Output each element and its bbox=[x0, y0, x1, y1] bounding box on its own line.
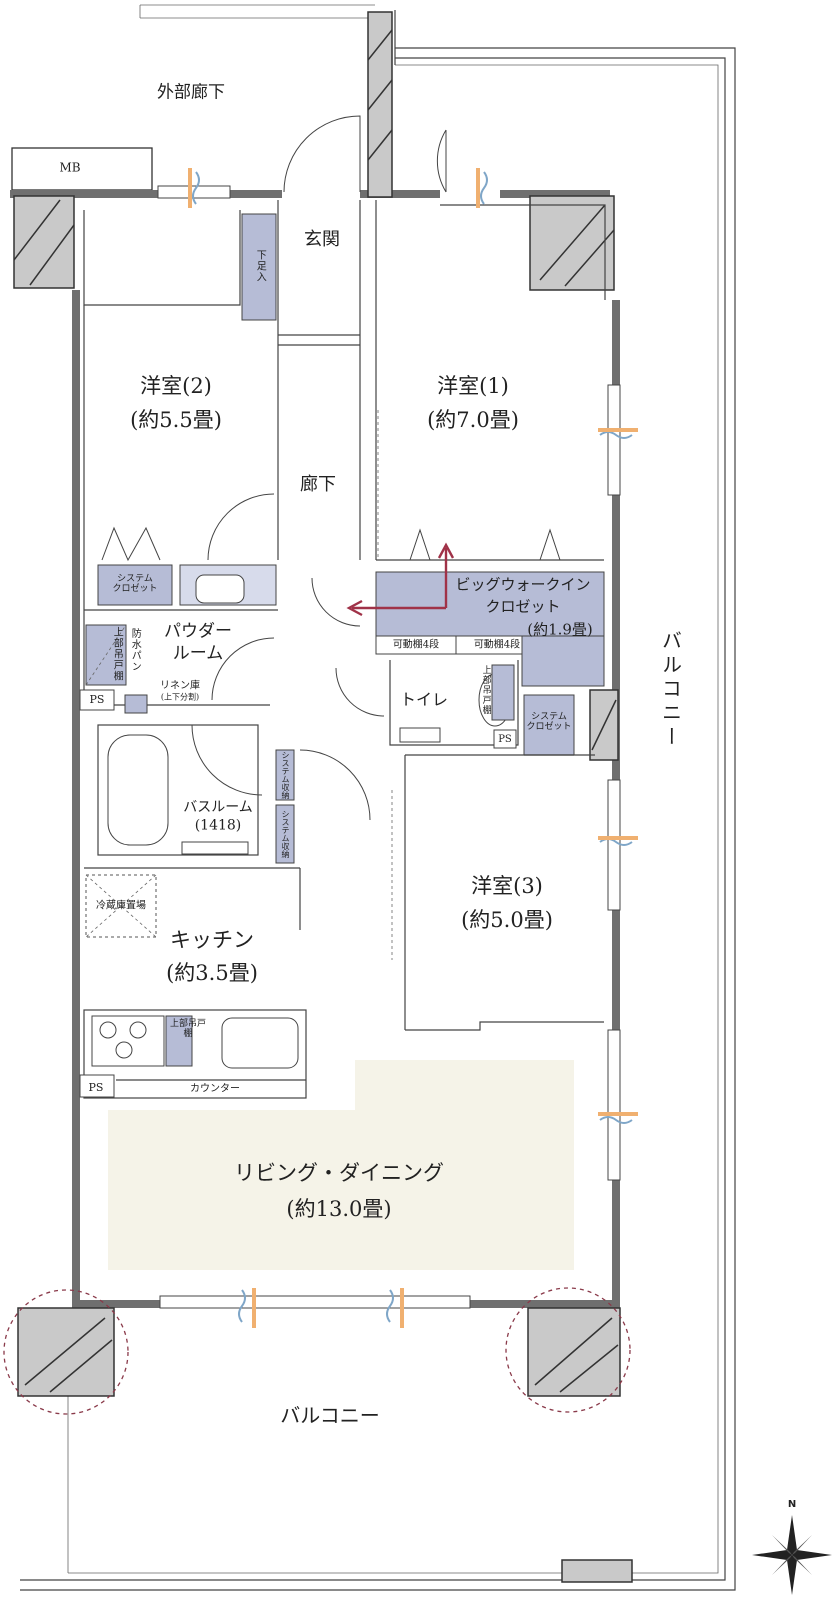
outer-corridor-edge bbox=[139, 4, 375, 19]
shoe-storage-label: 下足入 bbox=[254, 249, 266, 283]
living-dining-size: (約13.0畳) bbox=[286, 1196, 392, 1221]
counter-label: カウンター bbox=[190, 1083, 240, 1095]
balcony-right-label: バルコニー bbox=[658, 630, 683, 750]
system-storage-1-label: システム収納 bbox=[281, 751, 290, 799]
balcony-railing bbox=[20, 10, 736, 1591]
ps-1-label: PS bbox=[89, 693, 105, 707]
walk-in-closet-name1: ビッグウォークイン bbox=[455, 575, 591, 594]
outer-corridor-label: 外部廊下 bbox=[157, 82, 225, 103]
partitions bbox=[79, 200, 606, 1099]
washer-pan-label: 防水パン bbox=[129, 628, 141, 672]
western-room-3-size: (約5.0畳) bbox=[461, 907, 553, 932]
shelf-2-label: 可動棚4段 bbox=[473, 639, 521, 651]
linen-storage-name: リネン庫 bbox=[160, 680, 200, 692]
kitchen-name: キッチン bbox=[170, 927, 254, 952]
living-dining-name: リビング・ダイニング bbox=[234, 1160, 444, 1185]
hallway-label: 廊下 bbox=[300, 473, 336, 495]
highlight-circle-right bbox=[505, 1287, 631, 1413]
upper-cabinet-3-label: 上部吊戸棚 bbox=[169, 1019, 206, 1039]
compass-icon bbox=[752, 1515, 832, 1595]
system-storage-2-label: システム収納 bbox=[281, 810, 290, 858]
system-closet-2-label: システム クロゼット bbox=[526, 712, 572, 732]
mb-label: MB bbox=[59, 160, 81, 175]
balcony-block bbox=[561, 1559, 633, 1583]
living-floor bbox=[108, 1060, 574, 1270]
linen-storage-note: (上下分割) bbox=[160, 692, 200, 702]
airflow-marks bbox=[188, 168, 638, 1328]
upper-cabinet-2-label: 上部吊戸棚 bbox=[480, 665, 491, 715]
bathroom-size: (1418) bbox=[194, 817, 242, 834]
ps-2-label: PS bbox=[498, 733, 512, 745]
western-room-2-size: (約5.5畳) bbox=[130, 407, 222, 432]
powder-room-name2: ルーム bbox=[172, 643, 224, 664]
columns bbox=[13, 195, 621, 1397]
system-closet-1-label: システム クロゼット bbox=[112, 574, 158, 594]
compass-north-label: N bbox=[787, 1498, 797, 1510]
western-room-1-size: (約7.0畳) bbox=[427, 407, 519, 432]
mb-box bbox=[11, 147, 153, 191]
ps-3-label: PS bbox=[88, 1081, 104, 1095]
powder-room-name1: パウダー bbox=[164, 621, 232, 642]
western-room-1-name: 洋室(1) bbox=[437, 373, 509, 398]
balcony-bottom-label: バルコニー bbox=[280, 1403, 380, 1428]
fridge-label: 冷蔵庫置場 bbox=[96, 900, 146, 912]
highlight-circle-left bbox=[3, 1289, 129, 1415]
kitchen-size: (約3.5畳) bbox=[166, 960, 258, 985]
doors bbox=[101, 115, 561, 821]
toilet-label: トイレ bbox=[399, 690, 449, 709]
bathroom-name: バスルーム bbox=[183, 799, 253, 816]
western-room-3-name: 洋室(3) bbox=[471, 873, 543, 898]
walk-in-closet-size: (約1.9畳) bbox=[527, 620, 593, 639]
upper-cabinet-1-label: 上部吊戸棚 bbox=[111, 626, 123, 682]
entrance-label: 玄関 bbox=[304, 228, 340, 250]
western-room-2-name: 洋室(2) bbox=[140, 373, 212, 398]
shelf-1-label: 可動棚4段 bbox=[392, 639, 440, 651]
walk-in-closet-name2: クロゼット bbox=[485, 597, 561, 616]
walk-through-arrows bbox=[346, 542, 455, 617]
